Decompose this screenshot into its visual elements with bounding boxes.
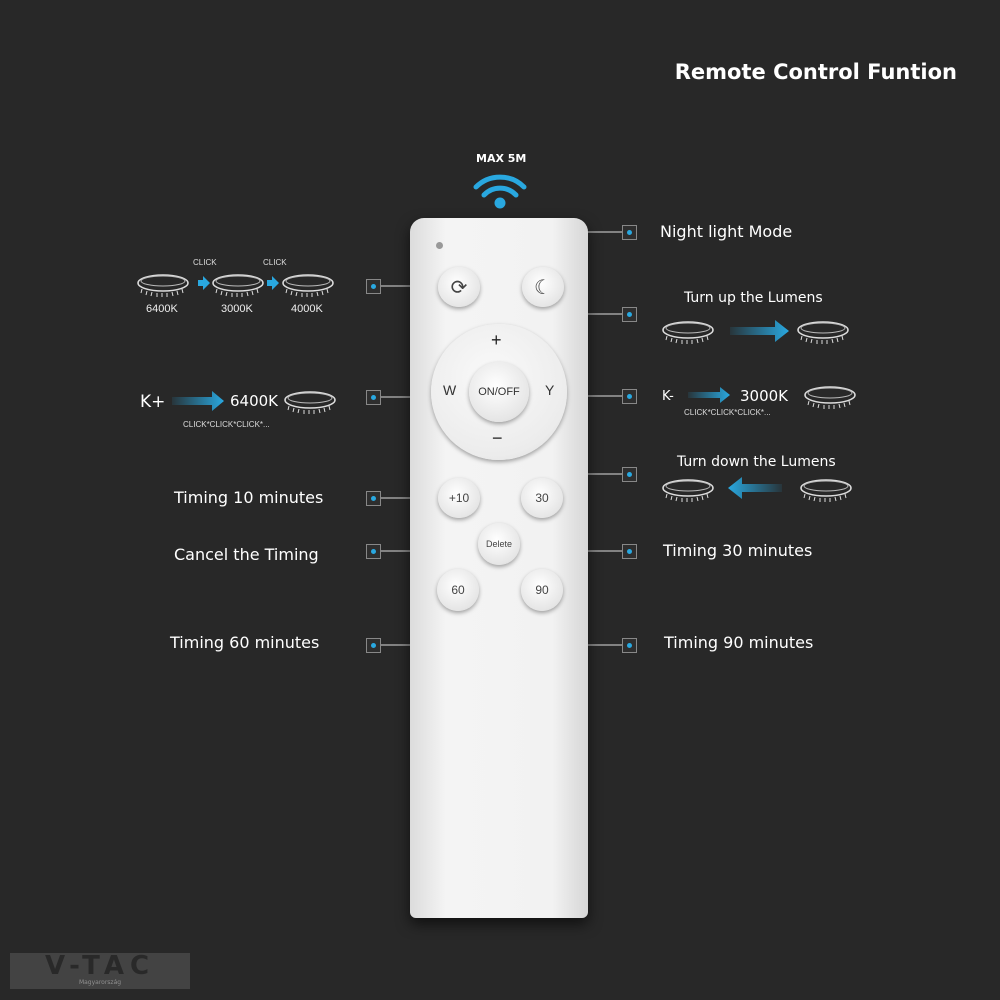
arrow-icon	[688, 387, 730, 403]
remote-control: ⟳ ☾ + − W Y ON/OFF +10 30 Delete 60 90	[410, 218, 588, 918]
marker-night	[622, 225, 637, 240]
marker-cancel	[366, 544, 381, 559]
indicator-led	[436, 242, 443, 249]
label-up: Turn up the Lumens	[684, 290, 823, 306]
click-label: CLICK	[263, 258, 287, 267]
wifi-icon	[473, 174, 527, 209]
lamp-icon	[797, 321, 849, 345]
kminus-temp: 3000K	[740, 387, 789, 405]
arrow-icon	[267, 276, 279, 290]
lamp-icon	[282, 274, 334, 298]
dial-pad: + − W Y ON/OFF	[431, 324, 567, 460]
arrow-icon	[198, 276, 210, 290]
lumens-down-button[interactable]: −	[492, 428, 503, 448]
marker-y	[622, 389, 637, 404]
marker-t60	[366, 638, 381, 653]
marker-t10	[366, 491, 381, 506]
marker-cycle	[366, 279, 381, 294]
lamp-icon	[284, 391, 336, 415]
kplus-clicks: CLICK*CLICK*CLICK*...	[183, 420, 270, 429]
warm-button[interactable]: W	[443, 382, 457, 398]
moon-icon: ☾	[534, 276, 552, 299]
label-t60: Timing 60 minutes	[170, 633, 320, 652]
label-cancel: Cancel the Timing	[174, 545, 319, 564]
arrow-icon	[172, 391, 224, 411]
timer-10-button[interactable]: +10	[438, 478, 480, 518]
click-label: CLICK	[193, 258, 217, 267]
brand-logo: V-TAC Magyarország	[10, 953, 190, 989]
lamp-icon	[662, 321, 714, 345]
kminus-key: K-	[662, 389, 674, 404]
timer-30-button[interactable]: 30	[521, 478, 563, 518]
marker-t30	[622, 544, 637, 559]
logo-text: V-TAC	[44, 951, 156, 981]
label-t90: Timing 90 minutes	[664, 633, 814, 652]
kplus-key: K+	[140, 392, 166, 412]
lamp-icon	[212, 274, 264, 298]
logo-subtext: Magyarország	[78, 979, 122, 986]
lamp-icon	[137, 274, 189, 298]
kplus-temp: 6400K	[230, 392, 279, 410]
timer-90-button[interactable]: 90	[521, 569, 563, 611]
on-off-button[interactable]: ON/OFF	[469, 362, 529, 422]
night-light-button[interactable]: ☾	[522, 267, 564, 307]
arrow-icon	[730, 320, 789, 342]
timer-60-button[interactable]: 60	[437, 569, 479, 611]
marker-t90	[622, 638, 637, 653]
label-t30: Timing 30 minutes	[663, 541, 813, 560]
lamp-icon	[662, 479, 714, 503]
arrow-icon	[728, 477, 782, 499]
lamp-icon	[804, 386, 856, 410]
marker-w	[366, 390, 381, 405]
delete-timer-button[interactable]: Delete	[478, 523, 520, 565]
label-night: Night light Mode	[660, 222, 793, 241]
lumens-up-button[interactable]: +	[491, 330, 502, 350]
color-cycle-button[interactable]: ⟳	[438, 267, 480, 307]
temp-label: 6400K	[146, 303, 178, 315]
cool-button[interactable]: Y	[545, 382, 555, 398]
range-label: MAX 5M	[476, 152, 527, 165]
page-title: Remote Control Funtion	[674, 60, 957, 84]
temp-label: 4000K	[291, 303, 323, 315]
kminus-clicks: CLICK*CLICK*CLICK*...	[684, 408, 771, 417]
rotate-icon: ⟳	[450, 276, 468, 299]
lamp-icon	[800, 479, 852, 503]
label-down: Turn down the Lumens	[677, 454, 836, 470]
temp-label: 3000K	[221, 303, 253, 315]
label-t10: Timing 10 minutes	[174, 488, 324, 507]
marker-up	[622, 307, 637, 322]
marker-down	[622, 467, 637, 482]
